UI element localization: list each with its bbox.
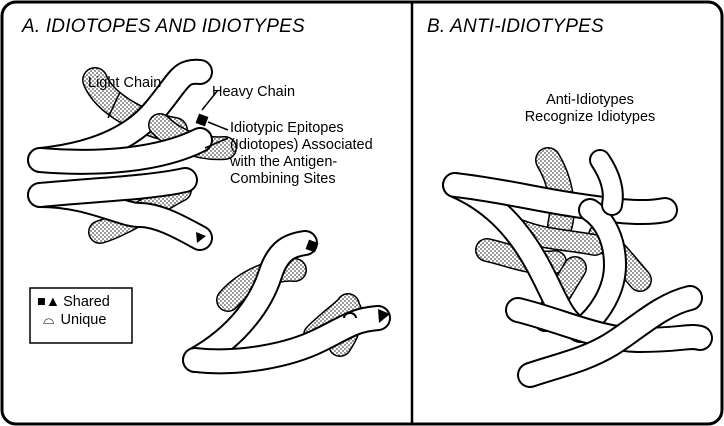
epitopes-line-2: (Idiotopes) Associated (230, 137, 373, 154)
caption-line-2: Recognize Idiotypes (500, 109, 680, 126)
light-chain-label: Light Chain (88, 75, 161, 92)
epitopes-line-4: Combining Sites (230, 171, 373, 188)
heavy-chain-label: Heavy Chain (212, 84, 295, 101)
panel-a-title: A. IDIOTOPES AND IDIOTYPES (22, 16, 305, 38)
unique-legend-label: Unique (60, 312, 106, 329)
panel-b-title: B. ANTI-IDIOTYPES (427, 16, 604, 38)
epitopes-line-1: Idiotypic Epitopes (230, 120, 373, 137)
shared-legend-label: Shared (63, 294, 110, 311)
antibody-a2 (40, 180, 206, 243)
anti-idiotype-complex (455, 160, 700, 375)
shared-legend-icon: ■▲ (37, 294, 60, 311)
antibody-a3 (195, 240, 390, 362)
legend: ■▲ Shared ⌓ Unique (37, 294, 110, 329)
unique-legend-icon: ⌓ (37, 312, 54, 329)
epitope-pointer-1 (208, 122, 228, 130)
idiotypic-epitopes-label: Idiotypic Epitopes (Idiotopes) Associate… (230, 120, 373, 188)
caption-line-1: Anti-Idiotypes (500, 92, 680, 109)
anti-idiotype-caption: Anti-Idiotypes Recognize Idiotypes (500, 92, 680, 126)
shared-idiotope-square-a1 (196, 114, 209, 127)
epitopes-line-3: with the Antigen- (230, 154, 373, 171)
